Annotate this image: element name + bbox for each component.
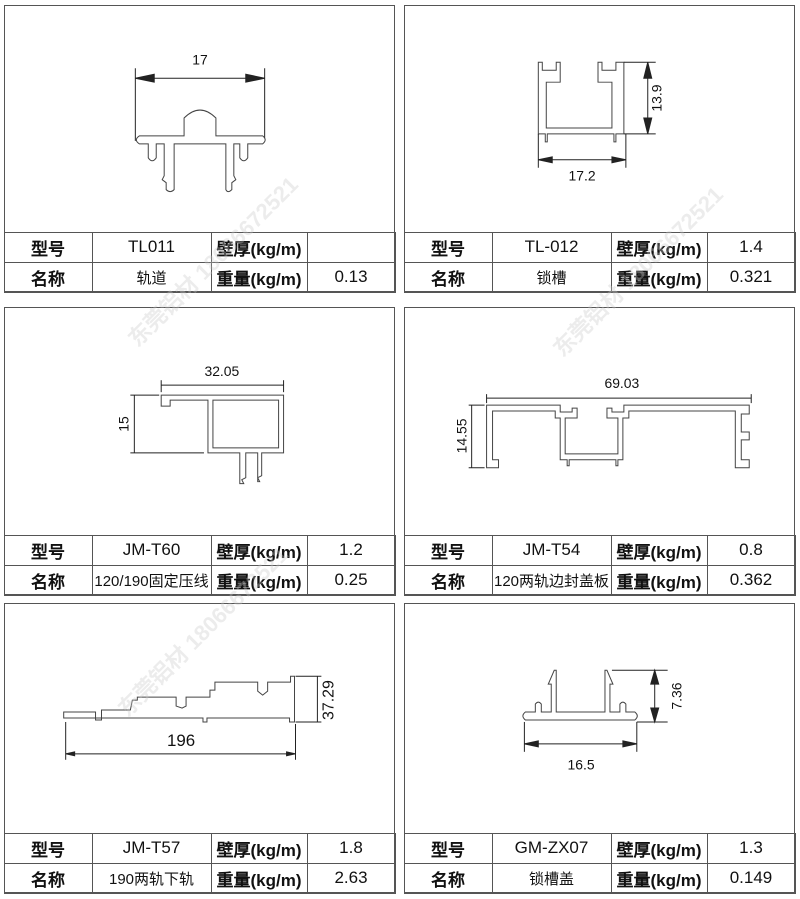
wall-thickness-label: 壁厚(kg/m) xyxy=(610,231,708,263)
model-label: 型号 xyxy=(403,534,493,566)
wall-thickness-value: 0.8 xyxy=(706,534,796,566)
profile-drawing: 69.03 14.55 xyxy=(405,308,794,534)
dimension-width: 17 xyxy=(192,51,208,67)
weight-label: 重量(kg/m) xyxy=(210,862,308,894)
dimension-height: 15 xyxy=(115,416,131,432)
model-value: JM-T54 xyxy=(491,534,612,566)
name-label: 名称 xyxy=(3,261,93,293)
profile-card-gm-zx07: 7.36 16.5 型号 GM-ZX07 壁厚(kg/m) 1.3 名称 锁槽盖… xyxy=(403,603,796,894)
name-label: 名称 xyxy=(403,261,493,293)
model-label: 型号 xyxy=(3,534,93,566)
weight-label: 重量(kg/m) xyxy=(210,564,308,596)
dimension-width: 32.05 xyxy=(204,363,239,379)
weight-value: 0.362 xyxy=(706,564,796,596)
model-value: JM-T57 xyxy=(91,832,212,864)
model-value: JM-T60 xyxy=(91,534,212,566)
model-label: 型号 xyxy=(403,832,493,864)
name-label: 名称 xyxy=(3,862,93,894)
cross-section-drawing: 17 xyxy=(134,51,266,193)
name-label: 名称 xyxy=(403,564,493,596)
model-value: TL-012 xyxy=(491,231,612,263)
name-label: 名称 xyxy=(3,564,93,596)
wall-thickness-label: 壁厚(kg/m) xyxy=(610,832,708,864)
wall-thickness-label: 壁厚(kg/m) xyxy=(210,231,308,263)
profile-card-jm-t60: 32.05 15 型号 JM-T60 壁厚(kg/m) 1.2 名称 120/1… xyxy=(3,307,396,596)
dimension-height: 37.29 xyxy=(320,680,337,720)
profile-drawing: 37.29 196 xyxy=(5,604,394,832)
name-value: 锁槽 xyxy=(491,261,612,293)
profile-drawing: 13.9 17.2 xyxy=(405,6,794,231)
wall-thickness-value: 1.2 xyxy=(306,534,396,566)
profile-card-jm-t54: 69.03 14.55 型号 JM-T54 壁厚(kg/m) 0.8 名称 12… xyxy=(403,307,796,596)
weight-value: 2.63 xyxy=(306,862,396,894)
wall-thickness-label: 壁厚(kg/m) xyxy=(210,534,308,566)
cross-section-drawing: 7.36 16.5 xyxy=(522,668,685,773)
weight-label: 重量(kg/m) xyxy=(610,261,708,293)
spec-table: 型号 TL-012 壁厚(kg/m) 1.4 名称 锁槽 重量(kg/m) 0.… xyxy=(403,231,796,293)
name-value: 120两轨边封盖板 xyxy=(491,564,612,596)
name-value: 120/190固定压线 xyxy=(91,564,212,596)
weight-label: 重量(kg/m) xyxy=(610,862,708,894)
wall-thickness-label: 壁厚(kg/m) xyxy=(610,534,708,566)
profile-drawing: 7.36 16.5 xyxy=(405,604,794,832)
model-value: GM-ZX07 xyxy=(491,832,612,864)
weight-value: 0.25 xyxy=(306,564,396,596)
weight-value: 0.321 xyxy=(706,261,796,293)
weight-label: 重量(kg/m) xyxy=(210,261,308,293)
spec-table: 型号 TL011 壁厚(kg/m) 名称 轨道 重量(kg/m) 0.13 xyxy=(3,231,396,293)
wall-thickness-value: 1.3 xyxy=(706,832,796,864)
weight-value: 0.149 xyxy=(706,862,796,894)
name-value: 190两轨下轨 xyxy=(91,862,212,894)
dimension-height: 13.9 xyxy=(649,84,665,111)
name-value: 轨道 xyxy=(91,261,212,293)
dimension-width: 69.03 xyxy=(604,375,639,391)
weight-value: 0.13 xyxy=(306,261,396,293)
cross-section-drawing: 37.29 196 xyxy=(63,675,337,760)
name-value: 锁槽盖 xyxy=(491,862,612,894)
profile-card-jm-t57: 37.29 196 型号 JM-T57 壁厚(kg/m) 1.8 名称 190两… xyxy=(3,603,396,894)
cross-section-drawing: 69.03 14.55 xyxy=(454,375,752,469)
spec-table: 型号 JM-T57 壁厚(kg/m) 1.8 名称 190两轨下轨 重量(kg/… xyxy=(3,832,396,894)
weight-label: 重量(kg/m) xyxy=(610,564,708,596)
dimension-width: 196 xyxy=(167,731,195,750)
model-value: TL011 xyxy=(91,231,212,263)
wall-thickness-value: 1.4 xyxy=(706,231,796,263)
cross-section-drawing: 13.9 17.2 xyxy=(537,61,665,184)
wall-thickness-value: 1.8 xyxy=(306,832,396,864)
model-label: 型号 xyxy=(3,832,93,864)
spec-table: 型号 JM-T54 壁厚(kg/m) 0.8 名称 120两轨边封盖板 重量(k… xyxy=(403,534,796,596)
profile-drawing: 17 xyxy=(5,6,394,231)
spec-table: 型号 GM-ZX07 壁厚(kg/m) 1.3 名称 锁槽盖 重量(kg/m) … xyxy=(403,832,796,894)
profile-card-tl011: 17 型号 TL011 壁厚(kg/m) 名称 轨道 重量(kg/m) 0.13 xyxy=(3,5,396,293)
dimension-height: 7.36 xyxy=(669,682,685,709)
profile-drawing: 32.05 15 xyxy=(5,308,394,534)
dimension-width: 16.5 xyxy=(568,757,595,773)
model-label: 型号 xyxy=(3,231,93,263)
model-label: 型号 xyxy=(403,231,493,263)
wall-thickness-label: 壁厚(kg/m) xyxy=(210,832,308,864)
name-label: 名称 xyxy=(403,862,493,894)
cross-section-drawing: 32.05 15 xyxy=(115,363,285,485)
dimension-height: 14.55 xyxy=(454,418,470,453)
dimension-width: 17.2 xyxy=(569,168,596,184)
profile-card-tl-012: 13.9 17.2 型号 TL-012 壁厚(kg/m) 1.4 名称 锁槽 重… xyxy=(403,5,796,293)
spec-table: 型号 JM-T60 壁厚(kg/m) 1.2 名称 120/190固定压线 重量… xyxy=(3,534,396,596)
wall-thickness-value xyxy=(306,231,396,263)
